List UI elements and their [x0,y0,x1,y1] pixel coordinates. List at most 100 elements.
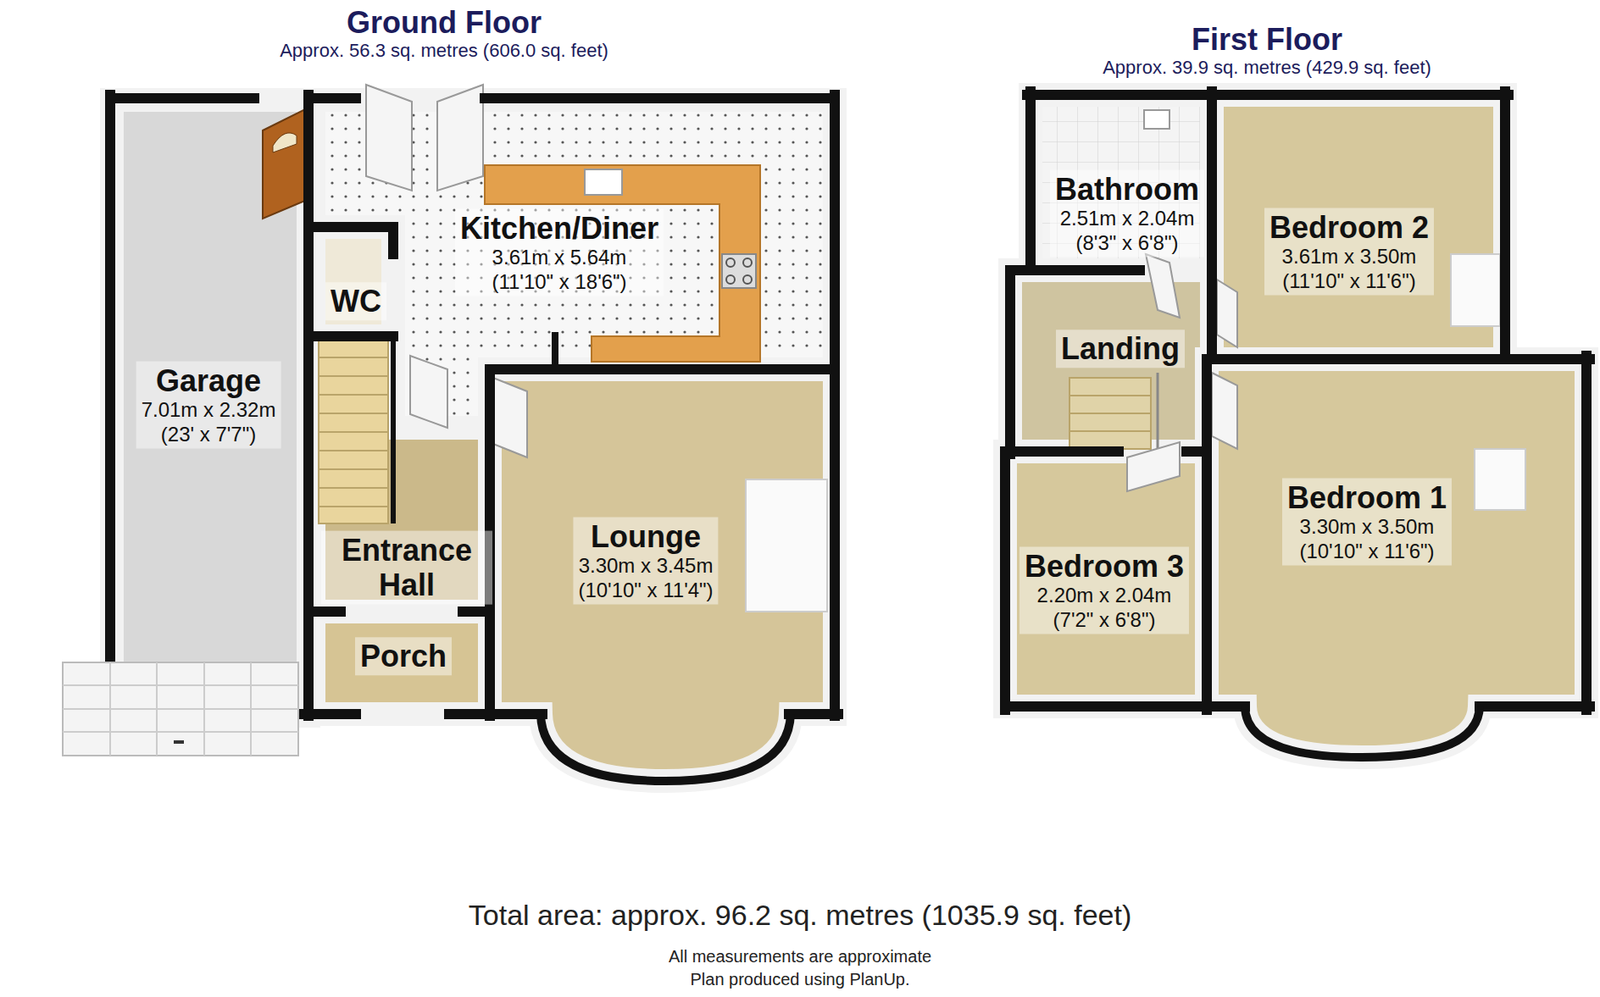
doors-part [1127,442,1180,492]
room: Bedroom 23.61m x 3.50m(11'10" x 11'6") [1211,96,1506,357]
room-label: Bathroom2.51m x 2.04m(8'3" x 6'8") [1050,170,1205,258]
stairs-part [1069,377,1151,450]
thin-walls-part [540,714,791,782]
room-size-imperial: (8'3" x 6'8") [1055,231,1200,256]
floor-plan: First FloorApprox. 39.9 sq. metres (429.… [974,0,1597,797]
floor-fills-part [313,611,490,715]
walls-part [308,93,835,104]
stairs-part [318,357,389,507]
walls-part [1030,265,1140,276]
room-size-imperial: (10'10" x 11'6") [1287,539,1447,565]
room-label: Bedroom 23.61m x 3.50m(11'10" x 11'6") [1264,208,1434,296]
walls-part [1005,701,1590,712]
fittings-part [1450,254,1500,327]
room-size-imperial: (11'10" x 18'6") [460,270,659,295]
floor-heading: First FloorApprox. 39.9 sq. metres (429.… [1102,22,1432,80]
front-door-part [262,108,307,219]
footnote: Plan produced using PlanUp. [0,969,1600,990]
room-name: Bathroom [1055,172,1200,207]
floor-fills-part [1030,94,1212,271]
walls-part [105,94,116,717]
floor-heading: Ground FloorApprox. 56.3 sq. metres (606… [279,5,609,63]
room-size-imperial: (7'2" x 6'8") [1024,608,1184,634]
room-size-imperial: (10'10" x 11'4") [577,578,713,604]
fittings-part [726,275,735,284]
room-name: WC [330,283,382,319]
walls-part [313,606,490,617]
walls-part [303,94,314,717]
room-name: Lounge [577,519,713,555]
room-size-metric: 3.61m x 5.64m [460,245,659,271]
fittings-part [745,479,828,612]
fittings-part [743,275,752,284]
room-size-metric: 3.61m x 3.50m [1269,244,1429,270]
floor-fills-part [1005,451,1207,707]
thin-walls-part [1244,706,1480,758]
room: Lounge3.30m x 3.45m(10'10" x 11'4") [489,369,839,777]
floor-plan: Ground FloorApprox. 56.3 sq. metres (606… [50,0,848,797]
fittings-part [743,258,752,267]
room-label: Garage7.01m x 2.32m(23' x 7'7") [136,361,282,450]
fittings-part [1474,449,1526,511]
room: Kitchen/Diner3.61m x 5.64m(11'10" x 18'6… [316,101,829,367]
room-size-metric: 2.51m x 2.04m [1055,206,1200,232]
thin-walls-part [390,338,396,524]
floor-fills-part [489,369,835,782]
room-label: Landing [1055,329,1185,368]
room-label: WC [325,282,387,321]
room-name: Bedroom 2 [1269,210,1429,245]
doors [366,84,1238,492]
room-label: Porch [355,637,452,676]
floor-fills-part [1211,94,1506,360]
garage-door-part [62,662,299,756]
room-name: Landing [1061,331,1180,367]
room-name: Entrance Hall [326,533,488,604]
thin-walls-part [551,332,559,370]
floor-fills-part [111,100,309,717]
room: Bathroom2.51m x 2.04m(8'3" x 6'8") [1030,96,1212,271]
footnote: All measurements are approximate [0,946,1600,967]
walls-part [110,93,255,104]
walls-part [313,709,490,720]
doors-part [410,355,448,428]
walls-part [1581,355,1592,711]
floor-fills-part [1206,359,1587,758]
garage-door [62,662,299,756]
room: Bedroom 32.20m x 2.04m(7'2" x 6'8") [1005,454,1207,707]
room: Bedroom 13.30m x 3.50m(10'10" x 11'6") [1206,359,1587,755]
floor-fills-part [313,227,394,337]
front-door-part [272,133,297,153]
stairs-part [318,338,389,524]
doors-part [1145,254,1180,318]
front-door [262,108,307,219]
floor-area: Approx. 39.9 sq. metres (429.9 sq. feet) [1102,56,1432,79]
stairs-part [1069,395,1151,432]
room-label: Entrance Hall [321,531,493,606]
room-name: Bedroom 1 [1287,480,1447,516]
walls-part [489,364,835,375]
room: Porch [313,611,490,712]
room-label: Kitchen/Diner3.61m x 5.64m(11'10" x 18'6… [455,209,664,297]
room-label: Bedroom 13.30m x 3.50m(10'10" x 11'6") [1282,478,1452,567]
walls-part [829,94,840,717]
room-size-metric: 3.30m x 3.50m [1287,515,1447,540]
fittings-part [726,258,735,267]
walls [110,91,1590,717]
room-size-imperial: (23' x 7'7") [141,422,277,448]
doors-part [493,377,528,458]
garage-door-part [62,662,299,756]
walls-part [1206,91,1217,360]
walls-part [1206,354,1590,365]
room: Garage7.01m x 2.32m(23' x 7'7") [111,101,309,715]
doors-part [437,84,484,191]
fittings-part [584,169,623,195]
room-name: Porch [360,638,447,674]
stairs [318,338,1158,524]
walls-part [1500,91,1511,360]
doors-part [366,84,412,191]
room-size-metric: 3.30m x 3.45m [577,554,713,579]
doors-part [1211,372,1238,450]
fittings-part [1144,110,1170,129]
floor-area: Approx. 56.3 sq. metres (606.0 sq. feet) [279,39,609,62]
garage-door-part [173,740,184,745]
